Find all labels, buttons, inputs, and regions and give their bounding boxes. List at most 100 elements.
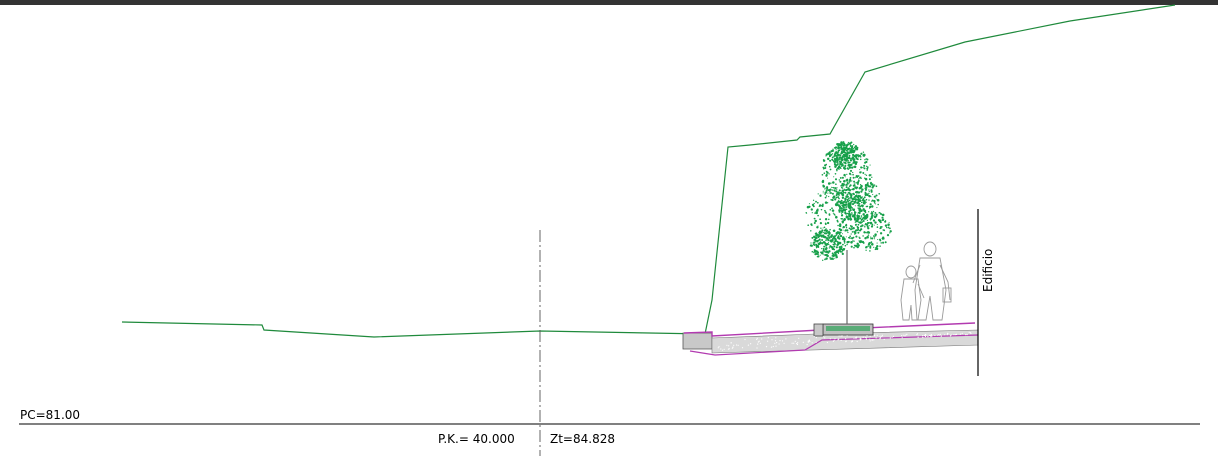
foliage-dot <box>837 196 840 199</box>
foliage-dot <box>875 197 877 199</box>
texture-dot <box>833 339 835 341</box>
foliage-dot <box>839 160 841 162</box>
foliage-dot <box>868 189 870 191</box>
foliage-dot <box>825 250 828 253</box>
foliage-dot <box>825 229 828 232</box>
texture-dot <box>855 337 857 339</box>
foliage-dot <box>836 161 839 164</box>
foliage-dot <box>876 207 878 209</box>
foliage-dot <box>858 200 860 202</box>
foliage-dot <box>879 245 881 247</box>
foliage-dot <box>817 193 819 195</box>
foliage-dot <box>856 158 859 161</box>
foliage-dot <box>822 259 824 261</box>
texture-dot <box>873 339 875 341</box>
foliage-dot <box>842 142 844 144</box>
foliage-dot <box>849 166 852 169</box>
chainage-label: P.K.= 40.000 <box>438 432 515 446</box>
foliage-dot <box>852 161 855 164</box>
texture-dot <box>771 339 773 341</box>
foliage-dot <box>827 177 829 179</box>
foliage-dot <box>837 224 839 227</box>
foliage-dot <box>876 226 879 228</box>
foliage-dot <box>815 201 817 203</box>
foliage-dot <box>828 165 831 168</box>
foliage-dot <box>824 191 827 194</box>
foliage-dot <box>822 184 825 187</box>
foliage-dot <box>821 239 824 241</box>
foliage-dot <box>875 246 878 249</box>
texture-dot <box>889 337 891 339</box>
texture-dot <box>862 336 864 338</box>
foliage-dot <box>849 159 852 162</box>
foliage-dot <box>836 169 838 172</box>
foliage-dot <box>849 178 852 181</box>
foliage-dot <box>865 158 867 160</box>
foliage-dot <box>870 213 872 215</box>
foliage-dot <box>837 151 840 153</box>
foliage-dot <box>845 183 848 186</box>
foliage-dot <box>866 167 869 170</box>
foliage-dot <box>829 155 831 158</box>
foliage-dot <box>822 192 824 194</box>
texture-dot <box>781 340 784 342</box>
foliage-dot <box>876 242 878 244</box>
foliage-dot <box>842 229 844 231</box>
foliage-dot <box>889 230 892 233</box>
foliage-dot <box>806 205 810 209</box>
foliage-dot <box>850 180 852 182</box>
foliage-dot <box>825 245 827 247</box>
foliage-dot <box>829 191 832 195</box>
foliage-dot <box>817 235 819 238</box>
texture-dot <box>946 332 949 334</box>
foliage-dot <box>868 192 870 195</box>
foliage-dot <box>871 210 873 213</box>
foliage-dot <box>821 180 825 184</box>
foliage-dot <box>819 194 822 197</box>
foliage-dot <box>829 239 832 242</box>
foliage-dot <box>840 218 842 220</box>
foliage-dot <box>832 186 834 189</box>
foliage-dot <box>870 196 872 198</box>
foliage-dot <box>860 201 863 204</box>
foliage-dot <box>882 241 885 244</box>
foliage-dot <box>826 221 830 225</box>
foliage-dot <box>850 237 853 239</box>
foliage-dot <box>868 178 871 181</box>
foliage-dot <box>849 144 852 147</box>
foliage-dot <box>813 235 816 239</box>
foliage-dot <box>816 209 819 212</box>
texture-dot <box>731 347 734 349</box>
foliage-dot <box>855 198 857 200</box>
texture-dot <box>927 336 929 338</box>
foliage-dot <box>857 197 860 201</box>
texture-dot <box>720 348 722 350</box>
foliage-dot <box>837 154 839 156</box>
foliage-dot <box>835 161 837 163</box>
foliage-dot <box>869 245 872 248</box>
foliage-dot <box>827 182 831 185</box>
texture-dot <box>791 342 793 344</box>
foliage-dot <box>853 182 855 184</box>
foliage-dot <box>821 247 823 250</box>
foliage-dot <box>834 172 837 175</box>
foliage-dot <box>870 238 872 240</box>
sidewalk-texture <box>717 331 972 351</box>
foliage-dot <box>831 189 833 191</box>
foliage-dot <box>811 250 814 253</box>
foliage-dot <box>821 230 823 233</box>
foliage-dot <box>849 189 851 192</box>
texture-dot <box>865 338 868 340</box>
texture-dot <box>837 339 839 341</box>
foliage-dot <box>850 198 852 200</box>
foliage-dot <box>838 242 840 244</box>
foliage-dot <box>832 181 835 184</box>
foliage-dot <box>838 197 840 200</box>
foliage-dot <box>835 154 838 157</box>
terrain-elevation-label: Zt=84.828 <box>550 432 615 446</box>
foliage-dot <box>875 217 877 219</box>
foliage-dot <box>858 203 861 205</box>
texture-dot <box>851 340 853 342</box>
foliage-dot <box>864 177 868 181</box>
foliage-dot <box>822 159 825 161</box>
